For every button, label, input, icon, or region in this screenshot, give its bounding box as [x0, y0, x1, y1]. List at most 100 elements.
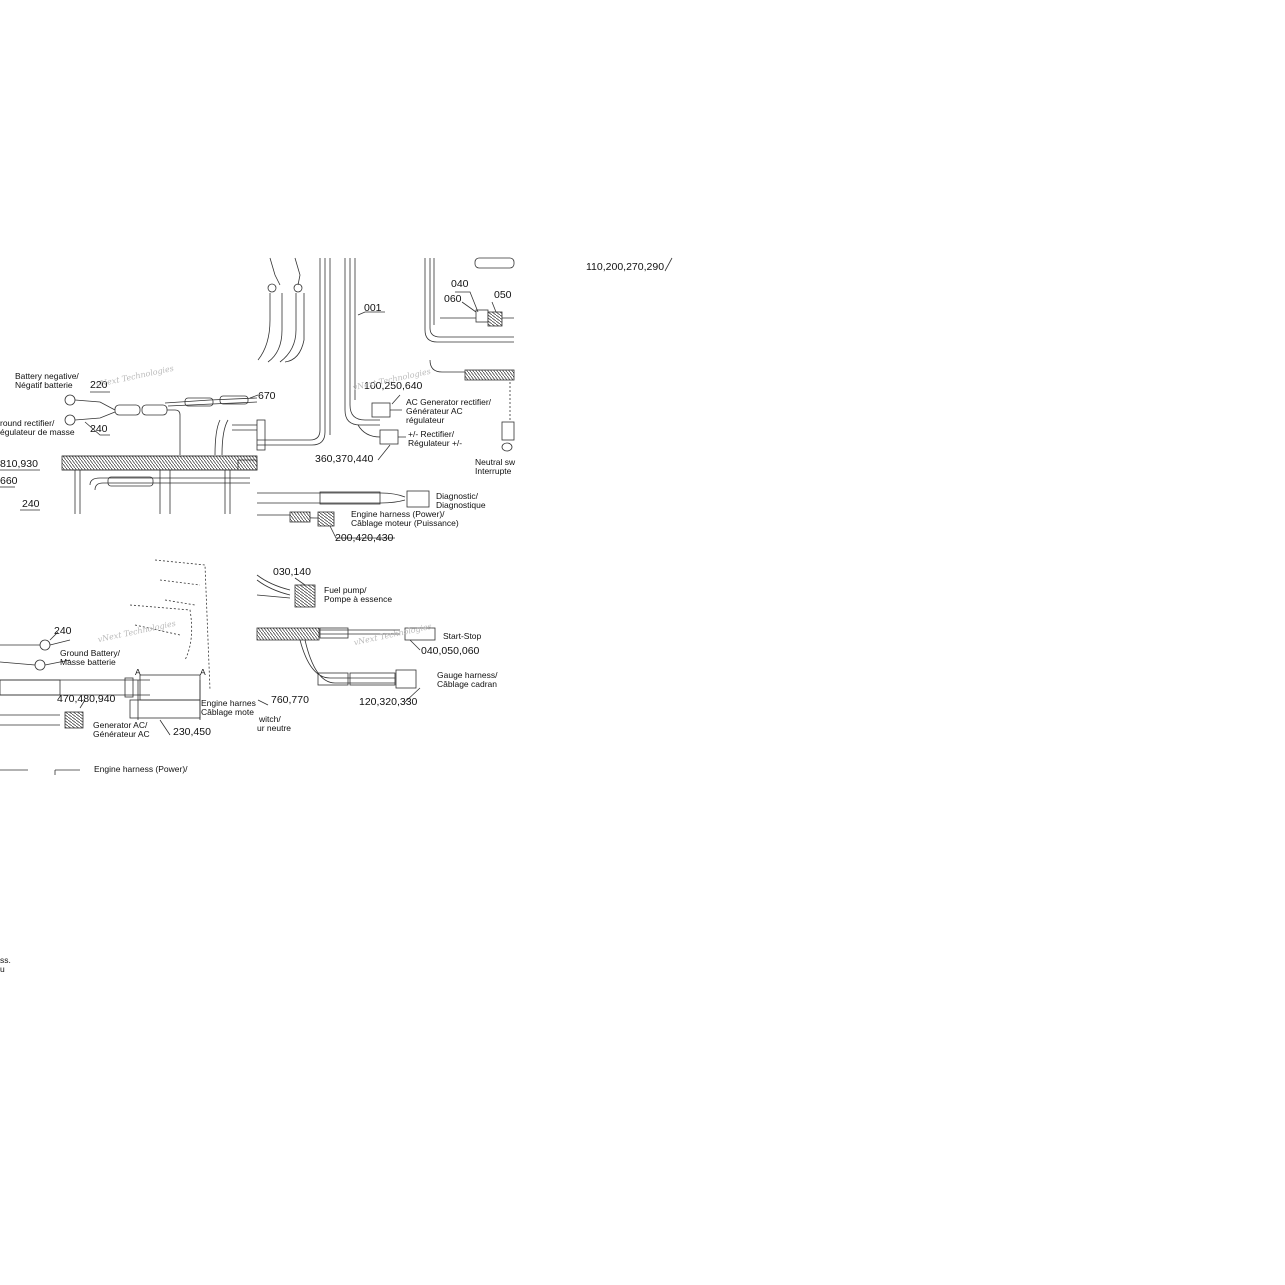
start-stop-connector: [404, 627, 436, 641]
junction-box-bottom: [129, 699, 201, 719]
callout-220: 220: [90, 379, 108, 391]
ground-battery-ring-1: [39, 639, 51, 651]
leader-060: [461, 301, 477, 313]
callout-050: 050: [494, 289, 512, 301]
gauge-sleeve-2: [349, 672, 396, 686]
upper-sleeve-b: [219, 395, 249, 405]
bottom-stubs: [0, 769, 80, 775]
label-cablage-moteur: Câblage mote: [201, 707, 254, 717]
reference-a-left: A: [135, 667, 141, 677]
label-neutre-fragment: ur neutre: [257, 723, 292, 733]
neutral-switch-body: [501, 421, 515, 441]
battery-neg-ring-2: [64, 414, 76, 426]
trunk-drop-2: [232, 424, 257, 431]
label-diagnostic: Diagnostic/: [436, 491, 479, 501]
callout-240-b: 240: [22, 498, 40, 510]
callout-040: 040: [451, 278, 469, 290]
leader-360: [377, 444, 391, 461]
lower-sleeve: [107, 476, 154, 487]
harness-right-vertical: [424, 258, 514, 343]
trunk-drop-1: [214, 419, 229, 456]
label-interrupteur: Interrupte: [475, 466, 512, 476]
callout-810: 810,930: [0, 458, 38, 470]
label-engine-harness: Engine harnes: [201, 698, 256, 708]
main-harness-vertical: [257, 258, 331, 446]
battery-neg-ring-1: [64, 394, 76, 406]
panel-bottom-middle: [256, 574, 436, 706]
start-stop-braid: [256, 627, 320, 641]
panel-middle-left: [0, 391, 259, 514]
callout-240-a: 240: [90, 423, 108, 435]
leader-760: [257, 699, 269, 706]
upper-sleeve-a: [184, 397, 214, 407]
ground-battery-ring-2: [34, 659, 46, 671]
power-harness-braid: [289, 511, 311, 523]
callout-760: 760,770: [271, 694, 309, 706]
fuel-pump-harness: [256, 574, 291, 599]
upper-branch: [164, 397, 258, 407]
label-negatif-batterie: Négatif batterie: [15, 380, 73, 390]
left-edge-sleeve: [256, 419, 266, 451]
label-diagnostique: Diagnostique: [436, 500, 486, 510]
ac-rectifier-connector: [371, 402, 391, 418]
callout-120: 120,320,330: [359, 696, 418, 708]
battery-neg-leads: [74, 399, 116, 421]
ring-terminal-right: [293, 283, 303, 293]
panel-bottom-left: [0, 559, 211, 775]
label-generateur-ac: Générateur AC: [406, 406, 463, 416]
generator-ac-connector: [64, 711, 84, 729]
power-connector: [317, 511, 335, 527]
harness-branch-001: [344, 258, 380, 426]
ref-a-arrows: [137, 680, 201, 720]
ring-terminal-wire-left: [269, 257, 281, 286]
generator-ac-harness: [0, 714, 60, 726]
main-trunk-lines: [62, 455, 257, 471]
leader-top-right: [664, 257, 673, 272]
label-regulateur-masse: égulateur de masse: [0, 427, 75, 437]
leader-200: [329, 525, 395, 539]
gauge-sleeve-1: [317, 672, 349, 686]
label-engine-harness-power: Engine harness (Power)/: [351, 509, 445, 519]
leader-030: [294, 577, 306, 586]
label-generateur-ac-2: Générateur AC: [93, 729, 150, 739]
label-battery-negative: Battery negative/: [15, 371, 79, 381]
lower-right: [159, 470, 231, 514]
callout-660: 660: [0, 475, 18, 487]
label-masse-batterie: Masse batterie: [60, 657, 116, 667]
label-rectifier-pm: +/- Rectifier/: [408, 429, 455, 439]
rectifier-leads: [357, 409, 406, 438]
diagnostic-connector: [406, 490, 430, 508]
label-gauge-harness: Gauge harness/: [437, 670, 498, 680]
leader-050: [491, 301, 497, 313]
label-fuel-pump: Fuel pump/: [324, 585, 367, 595]
diagnostic-sleeve: [319, 491, 381, 505]
leader-470: [79, 699, 86, 709]
callout-040-050-060: 040,050,060: [421, 645, 480, 657]
leader-100: [391, 394, 401, 405]
label-ground-rectifier: round rectifier/: [0, 418, 55, 428]
leader-120: [404, 687, 421, 703]
neutral-switch-tip: [501, 442, 513, 452]
label-switch-fragment: witch/: [259, 714, 281, 724]
trunk-drop-left: [74, 470, 250, 514]
leader-230: [159, 719, 171, 736]
sleeve-1: [114, 404, 141, 416]
lead-to-trunk: [167, 409, 181, 455]
label-fragment-ss: ss.: [0, 955, 11, 965]
callout-001: 001: [364, 302, 382, 314]
gauge-harness: [299, 639, 395, 684]
leader-240a: [84, 421, 110, 436]
trunk-ring: [124, 677, 134, 698]
label-regulateur: régulateur: [406, 415, 445, 425]
diagnostic-harness: [257, 492, 406, 504]
connector-050: [487, 311, 503, 327]
main-trunk-braid: [61, 455, 258, 471]
label-cablage-cadran: Câblage cadran: [437, 679, 498, 689]
ring-terminal-wire-right: [294, 257, 301, 286]
label-cablage-puissance: Câblage moteur (Puissance): [351, 518, 459, 528]
label-pompe-essence: Pompe à essence: [324, 594, 393, 604]
leader-240c: [49, 631, 59, 641]
label-fragment-u: u: [0, 964, 5, 974]
callout-100: 100,250,640: [364, 380, 423, 392]
